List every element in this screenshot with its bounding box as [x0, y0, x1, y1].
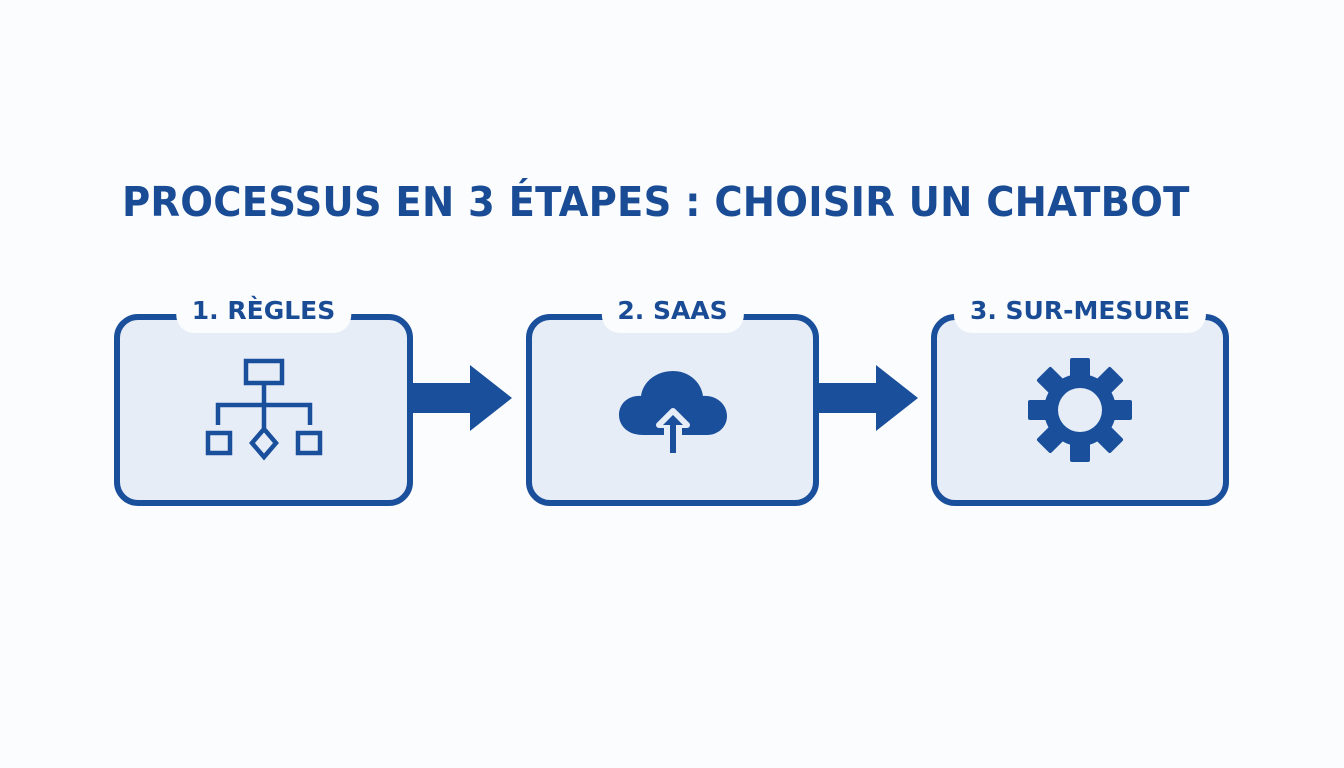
arrow-right-icon [412, 365, 512, 431]
diagram-title: PROCESSUS EN 3 ÉTAPES : CHOISIR UN CHATB… [122, 178, 1190, 226]
gear-icon [1028, 358, 1132, 462]
step-label-custom: 3. SUR-MESURE [953, 290, 1207, 333]
step-box-rules: 1. RÈGLES [114, 290, 413, 506]
step-label-saas: 2. SAAS [601, 290, 744, 333]
flowchart-icon [205, 358, 322, 461]
arrow-right-icon [818, 365, 918, 431]
step-box-saas: 2. SAAS [526, 290, 819, 506]
step-box-custom: 3. SUR-MESURE [931, 290, 1229, 506]
cloud-upload-icon [618, 371, 727, 453]
step-label-rules: 1. RÈGLES [175, 290, 352, 333]
